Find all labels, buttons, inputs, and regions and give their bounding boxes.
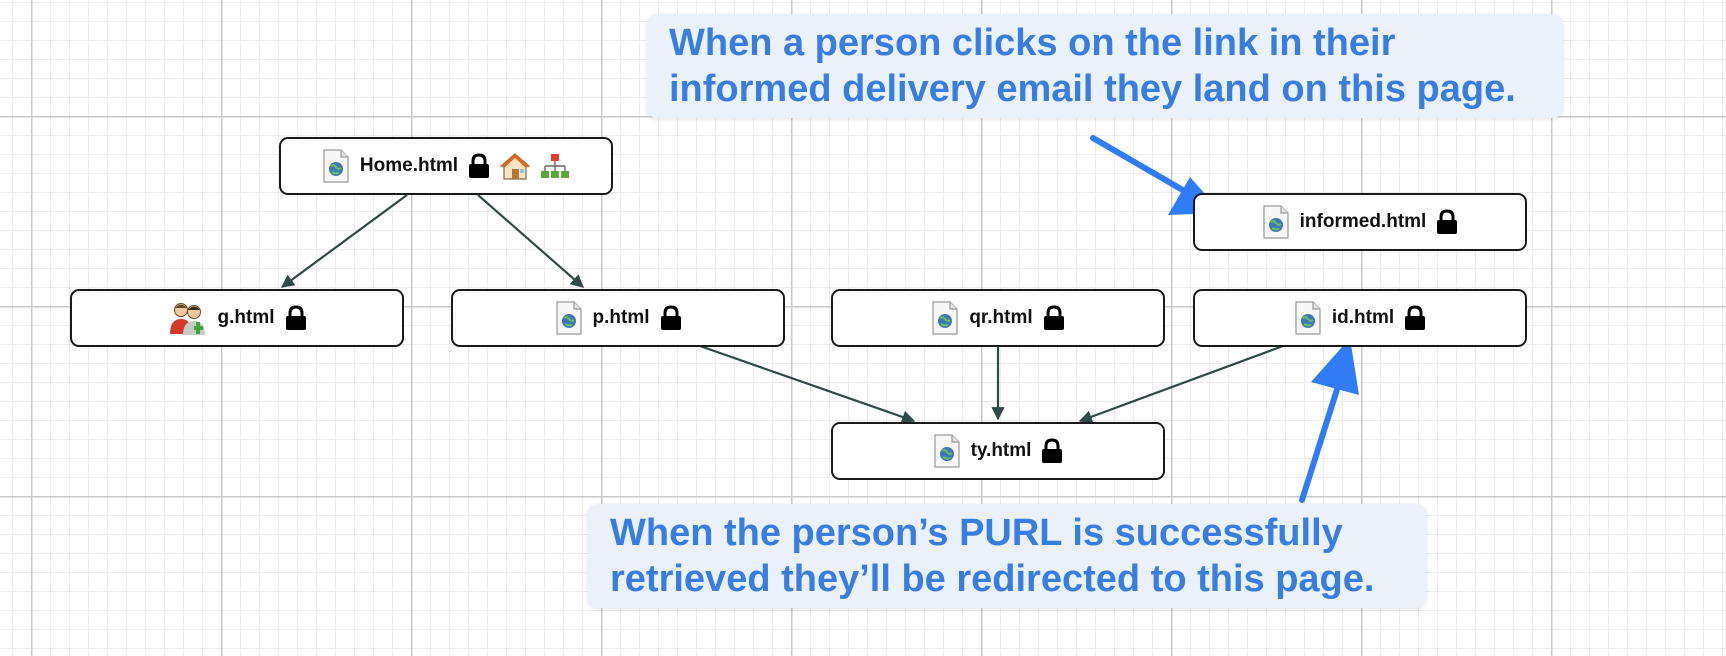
annotation-bottom-line2: retrieved they’ll be redirected to this … bbox=[610, 558, 1375, 600]
web-page-icon bbox=[1262, 205, 1290, 239]
annotation-top-line2: informed delivery email they land on thi… bbox=[669, 68, 1516, 110]
node-id-page[interactable]: id.html bbox=[1193, 289, 1527, 347]
edge-home-to-g bbox=[280, 194, 408, 288]
web-page-icon bbox=[1294, 301, 1322, 335]
node-label: p.html bbox=[592, 307, 650, 328]
node-p-page[interactable]: p.html bbox=[451, 289, 785, 347]
node-ty-page[interactable]: ty.html bbox=[831, 422, 1165, 480]
sitemap-icon bbox=[540, 152, 570, 180]
edge-p-to-ty bbox=[699, 344, 916, 424]
edge-home-to-p bbox=[477, 194, 584, 288]
lock-icon bbox=[468, 153, 490, 179]
annotation-arrow-bottom bbox=[1299, 338, 1359, 503]
annotation-bottom-line1: When the person’s PURL is successfully bbox=[610, 512, 1343, 554]
annotation-top-line1: When a person clicks on the link in thei… bbox=[669, 22, 1396, 64]
lock-icon bbox=[285, 305, 307, 331]
node-label: g.html bbox=[217, 307, 275, 328]
edge-id-to-ty bbox=[1078, 344, 1284, 424]
house-icon bbox=[500, 152, 531, 180]
web-page-icon bbox=[933, 434, 961, 468]
node-qr-page[interactable]: qr.html bbox=[831, 289, 1165, 347]
web-page-icon bbox=[931, 301, 959, 335]
node-label: ty.html bbox=[970, 440, 1032, 461]
node-label: Home.html bbox=[359, 155, 459, 176]
lock-icon bbox=[1436, 209, 1458, 235]
node-g-page[interactable]: g.html bbox=[70, 289, 404, 347]
annotation-top: When a person clicks on the link in thei… bbox=[647, 14, 1563, 118]
node-label: qr.html bbox=[969, 307, 1033, 328]
annotation-bottom: When the person’s PURL is successfully r… bbox=[588, 504, 1426, 608]
node-home-page[interactable]: Home.html bbox=[279, 137, 613, 195]
web-page-icon bbox=[322, 149, 350, 183]
node-informed-page[interactable]: informed.html bbox=[1193, 193, 1527, 251]
lock-icon bbox=[1043, 305, 1065, 331]
users-group-icon bbox=[168, 300, 208, 336]
web-page-icon bbox=[555, 301, 583, 335]
lock-icon bbox=[1404, 305, 1426, 331]
lock-icon bbox=[1041, 438, 1063, 464]
node-label: informed.html bbox=[1299, 211, 1427, 232]
lock-icon bbox=[660, 305, 682, 331]
node-label: id.html bbox=[1331, 307, 1395, 328]
